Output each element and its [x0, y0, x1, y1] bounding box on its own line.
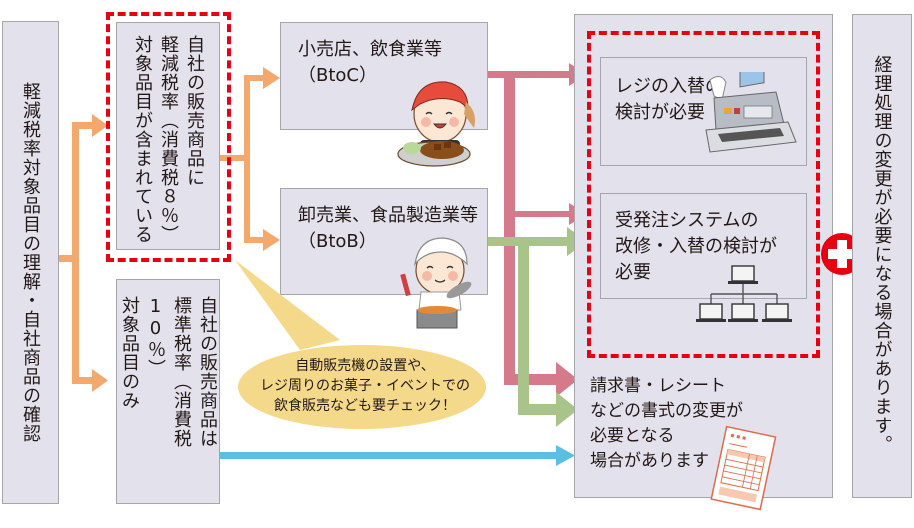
- order-line-2: 改修・入替の検討が: [615, 236, 777, 257]
- order-system-box: 受発注システムの 改修・入替の検討が 必要: [600, 193, 807, 299]
- network-computers-icon: [696, 265, 792, 322]
- accounting-box: 経理処理の変更が必要になる場合があります。: [852, 14, 912, 498]
- understanding-text: 軽減税率対象品目の理解・自社商品の確認: [20, 82, 41, 443]
- register-line-2: 検討が必要: [615, 102, 705, 123]
- btoc-line-1: 小売店、飲食業等: [298, 39, 442, 60]
- reduced-line-3: 対象品目が含まれている: [132, 35, 153, 244]
- standard-rate-box: 自社の販売商品は 標準税率（消費税10％） 対象品目のみ: [116, 279, 220, 504]
- reduced-line-2: 軽減税率（消費税８％）: [158, 35, 179, 244]
- reduced-line-1: 自社の販売商品に: [184, 35, 205, 187]
- callout-line-2: レジ周りのお菓子・イベントでの: [260, 378, 470, 394]
- understanding-box: 軽減税率対象品目の理解・自社商品の確認: [2, 21, 59, 504]
- order-line-3: 必要: [615, 262, 651, 283]
- invoice-line-2: などの書式の変更が: [590, 401, 743, 421]
- btob-line-1: 卸売業、食品製造業等: [298, 205, 478, 226]
- chef-illustration: [400, 237, 472, 329]
- standard-line-2: 標準税率（消費税10％）: [145, 296, 192, 448]
- accounting-text: 経理処理の変更が必要になる場合があります。: [871, 55, 893, 454]
- arrow-blue-head: [556, 445, 575, 466]
- invoice-document-icon: [710, 425, 777, 511]
- invoice-line-4: 場合があります: [590, 451, 709, 471]
- arrow-green: [487, 227, 587, 427]
- register-line-1: レジの入替の: [615, 76, 723, 97]
- standard-line-1: 自社の販売商品は: [197, 296, 218, 448]
- arrow-pink: [487, 63, 587, 397]
- btoc-line-2: （BtoC）: [298, 65, 377, 86]
- reduced-rate-highlight: [106, 12, 231, 262]
- waitress-illustration: [397, 81, 475, 167]
- callout-line-3: 飲食販売なども要チェック！: [274, 398, 456, 414]
- invoice-line-3: 必要となる: [590, 426, 675, 446]
- cash-register-icon: [705, 72, 797, 153]
- callout-bubble: [235, 260, 486, 429]
- callout-text: 自動販売機の設置や、 レジ周りのお菓子・イベントでの 飲食販売なども要チェック！: [250, 356, 480, 416]
- arrow-blue: [220, 452, 562, 459]
- btob-line-2: （BtoB）: [298, 231, 377, 252]
- arrow-orange-branch: [58, 114, 108, 392]
- order-line-1: 受発注システムの: [615, 210, 759, 231]
- callout-line-1: 自動販売機の設置や、: [295, 358, 435, 374]
- system-change-highlight: [587, 31, 820, 358]
- standard-line-3: 対象品目のみ: [119, 296, 140, 410]
- invoice-line-1: 請求書・レシート: [590, 376, 726, 396]
- invoice-text: 請求書・レシート などの書式の変更が 必要となる 場合があります: [590, 374, 743, 474]
- reduced-rate-box: 自社の販売商品に 軽減税率（消費税８％） 対象品目が含まれている: [116, 22, 220, 250]
- arrow-orange-btoc-btob: [220, 67, 280, 251]
